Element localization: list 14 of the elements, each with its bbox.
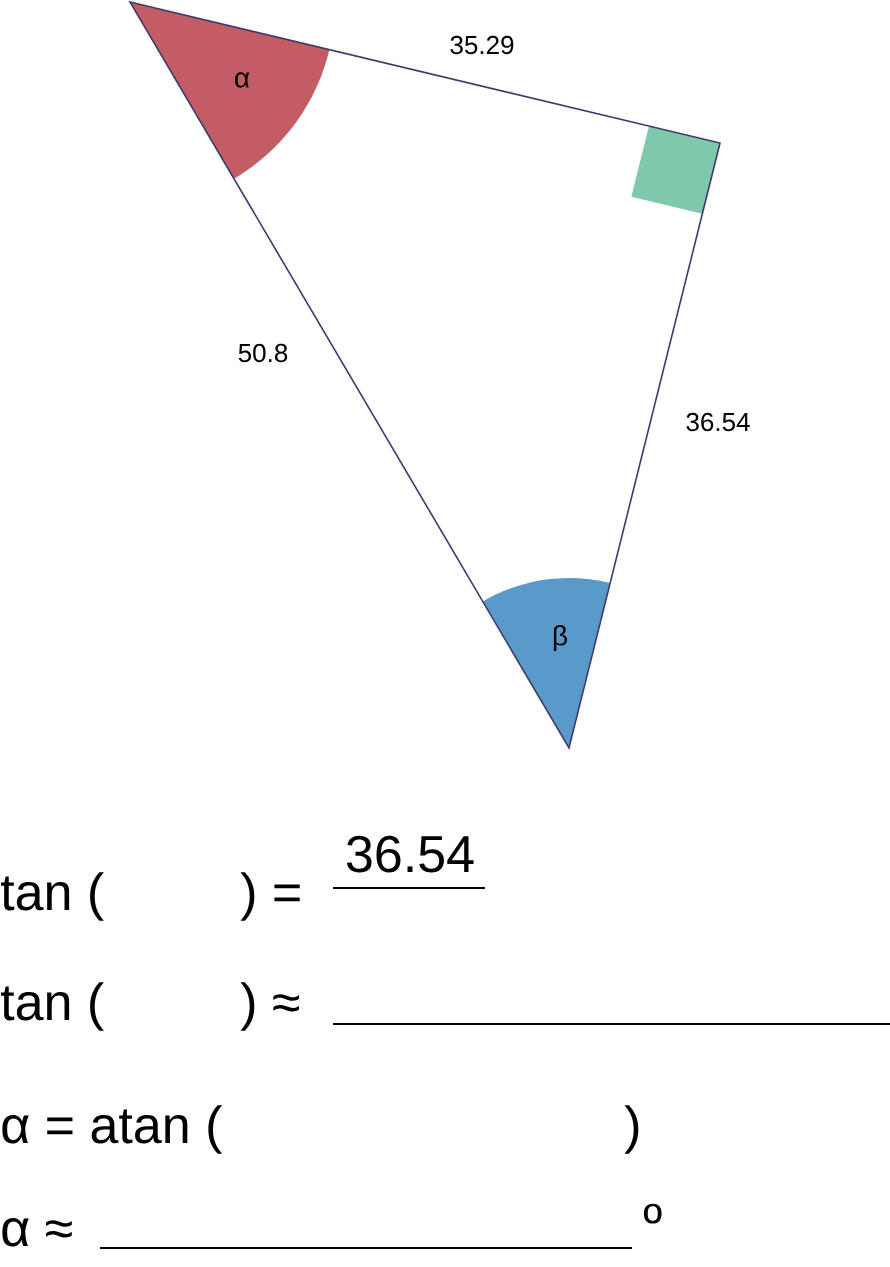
side-length-label: 35.29 xyxy=(450,35,514,55)
equation-text: ) ≈ xyxy=(240,982,300,1031)
fraction-numerator: 36.54 xyxy=(346,835,474,873)
equation-text: ) xyxy=(624,1105,639,1154)
degree-sign: º xyxy=(643,1203,662,1224)
equation-text: tan ( xyxy=(1,872,104,921)
angle-label: α xyxy=(235,72,250,88)
equation-text: ) = xyxy=(240,872,300,921)
side-length-label: 50.8 xyxy=(238,343,288,363)
side-length-label: 36.54 xyxy=(686,412,750,432)
angle-label: β xyxy=(553,624,567,652)
equation-text: α ≈ xyxy=(2,1218,72,1247)
equation-text: tan ( xyxy=(1,982,104,1031)
equation-text: α = atan ( xyxy=(2,1105,223,1154)
